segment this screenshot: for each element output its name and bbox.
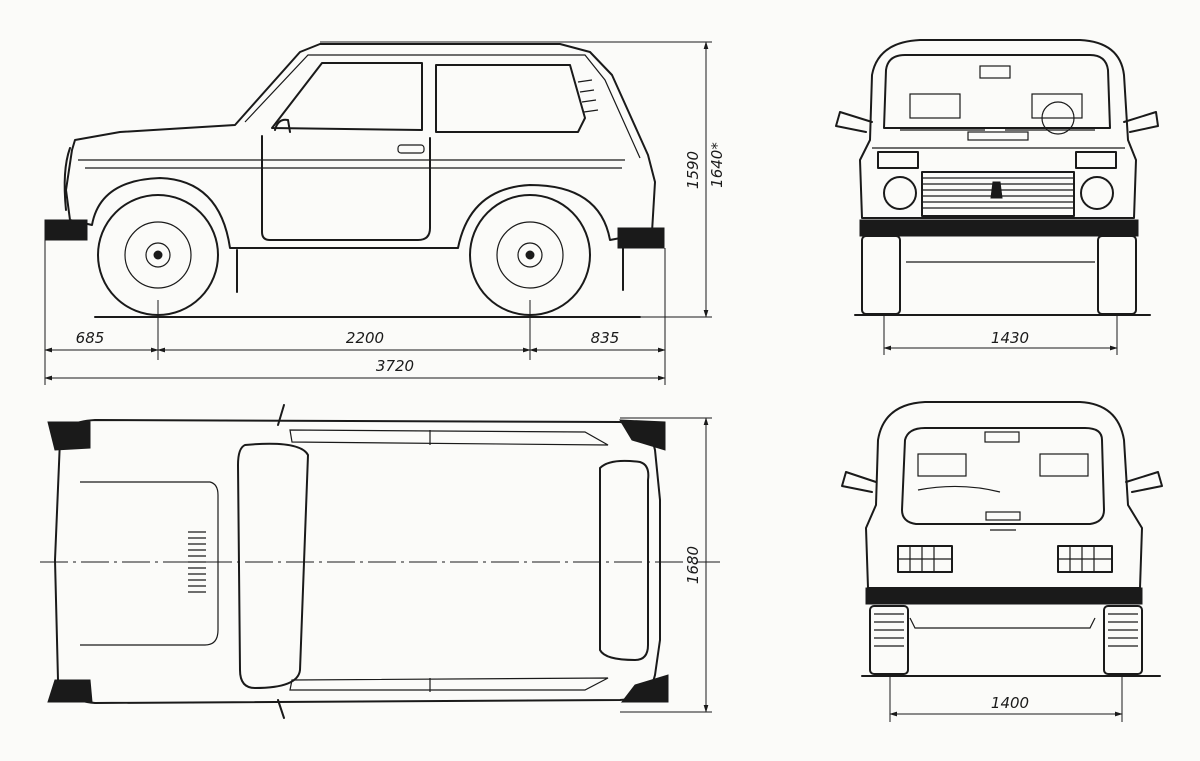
front-seat-left bbox=[909, 93, 961, 119]
front-body-outline bbox=[859, 39, 1137, 219]
top-view bbox=[40, 404, 720, 719]
rear-track-dimension: 1400 bbox=[889, 676, 1123, 722]
rear-view bbox=[841, 401, 1163, 677]
wheelbase-label: 2200 bbox=[346, 329, 384, 347]
right-headlight-icon bbox=[1080, 176, 1114, 210]
rear-left-wheel-icon bbox=[869, 605, 909, 675]
rear-seat-right bbox=[1039, 453, 1089, 477]
rear-overhang-label: 835 bbox=[591, 329, 620, 347]
front-right-wheel-icon bbox=[1097, 235, 1137, 315]
rearview-mirror-icon bbox=[979, 65, 1011, 79]
height-label: 1590 bbox=[684, 151, 702, 189]
top-mirror-right-icon bbox=[277, 699, 285, 719]
front-view bbox=[835, 39, 1159, 316]
front-wheel-icon bbox=[97, 194, 219, 316]
front-windshield bbox=[883, 54, 1111, 129]
front-bumper bbox=[44, 219, 88, 241]
rear-track-label: 1400 bbox=[991, 694, 1029, 712]
top-mirror-left-icon bbox=[277, 404, 285, 426]
rear-mirror-right-icon bbox=[1125, 471, 1163, 493]
side-mirror-icon bbox=[274, 118, 291, 133]
side-door bbox=[261, 135, 431, 241]
front-headlight-icon bbox=[63, 147, 71, 211]
front-left-wheel-icon bbox=[861, 235, 901, 315]
top-dimensions: 1680 bbox=[620, 417, 712, 713]
rear-bumper bbox=[617, 227, 665, 249]
rear-wheel-icon bbox=[469, 194, 591, 316]
rear-body-outline bbox=[865, 401, 1143, 589]
right-indicator-icon bbox=[1075, 151, 1117, 169]
hood-vent-icon bbox=[188, 531, 206, 593]
roof-gutter bbox=[244, 54, 641, 159]
front-grille bbox=[921, 171, 1075, 217]
hood-panel bbox=[80, 481, 219, 646]
rear-seat-left bbox=[917, 453, 967, 477]
door-handle-icon bbox=[397, 144, 425, 154]
height-alt-label: 1640* bbox=[708, 142, 726, 188]
rear-view-bumper bbox=[865, 587, 1143, 605]
front-overhang-label: 685 bbox=[76, 329, 105, 347]
rear-window bbox=[901, 427, 1105, 525]
front-track-dimension: 1430 bbox=[883, 315, 1118, 355]
front-track-label: 1430 bbox=[991, 329, 1029, 347]
rear-brake-light-icon bbox=[984, 431, 1020, 443]
top-bumper-fl bbox=[47, 421, 91, 451]
side-view bbox=[44, 43, 665, 318]
top-bumper-rr bbox=[620, 674, 669, 703]
rear-wiper bbox=[917, 485, 1001, 493]
top-bumper-fr bbox=[619, 419, 666, 451]
top-rear-window bbox=[599, 459, 650, 661]
left-headlight-icon bbox=[883, 176, 917, 210]
side-vents bbox=[577, 79, 599, 113]
left-indicator-icon bbox=[877, 151, 919, 169]
tailgate-handle-icon bbox=[985, 511, 1021, 521]
side-window-strips bbox=[289, 429, 609, 691]
grille-emblem-icon bbox=[990, 181, 1003, 199]
width-label: 1680 bbox=[684, 546, 702, 584]
front-view-bumper bbox=[859, 219, 1139, 237]
top-bumper-rl bbox=[47, 679, 93, 703]
rear-right-wheel-icon bbox=[1103, 605, 1143, 675]
hood-badge bbox=[967, 131, 1029, 141]
side-rear-window bbox=[435, 64, 586, 133]
front-mirror-left-icon bbox=[835, 111, 873, 133]
windshield bbox=[237, 442, 309, 689]
steering-wheel-icon bbox=[1041, 101, 1075, 135]
overall-length-label: 3720 bbox=[376, 357, 414, 375]
front-mirror-right-icon bbox=[1123, 111, 1159, 133]
side-front-window bbox=[271, 62, 423, 131]
side-dimensions: 685 2200 835 3720 1590 1640* bbox=[44, 41, 726, 385]
rear-mirror-left-icon bbox=[841, 471, 877, 493]
front-seat-right bbox=[1031, 93, 1083, 119]
